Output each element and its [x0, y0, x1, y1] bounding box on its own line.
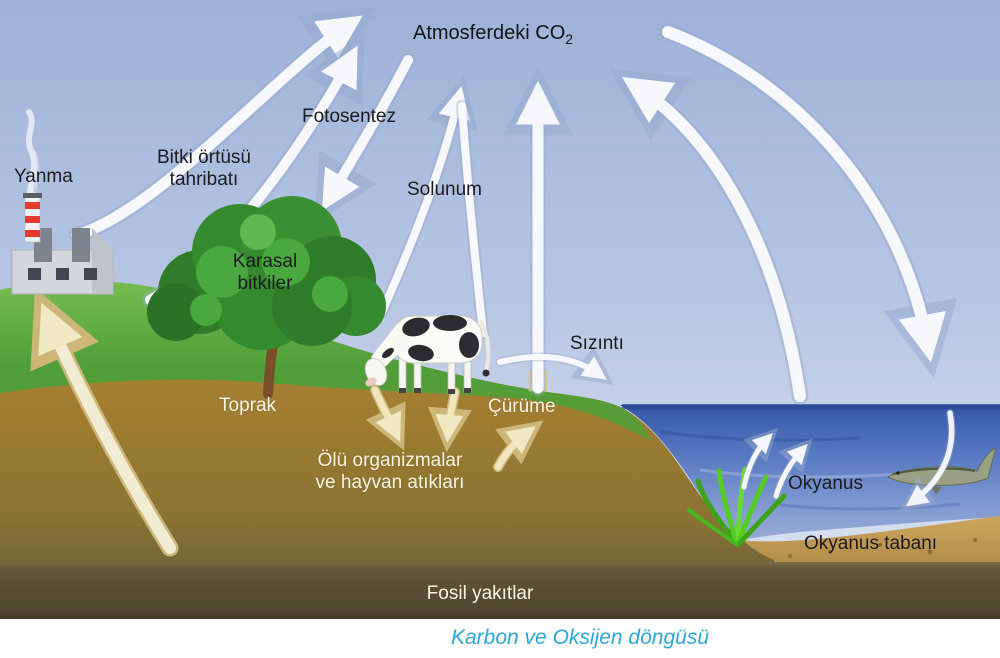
- label-karasal-bitkiler: Karasal bitkiler: [215, 251, 315, 295]
- arrow-okyanus-to-atmosphere: [608, 68, 809, 405]
- arrow-toprak-up: [502, 65, 574, 396]
- arrow-hayvan-to-toprak-2: [427, 387, 472, 453]
- fossil-fuel-band: [0, 562, 1000, 619]
- label-karasal-line2: bitkiler: [237, 272, 293, 294]
- label-bitki-ortusu-line2: tahribatı: [169, 168, 239, 190]
- fish: [887, 447, 997, 494]
- cow-neck: [371, 324, 408, 369]
- tree-foliage: [147, 196, 386, 350]
- factory-window: [84, 268, 97, 280]
- arrow-atmosphere-to-okyanus: [659, 23, 958, 379]
- label-olu-line2: ve hayvan atıkları: [315, 471, 465, 493]
- cow-tail: [479, 320, 491, 374]
- factory-chimney: [23, 193, 42, 243]
- label-toprak: Toprak: [219, 395, 277, 416]
- horizon-line: [622, 404, 1000, 409]
- label-sizinti: Sızıntı: [570, 333, 624, 354]
- sea-grass: [687, 466, 787, 547]
- arrow-solunum-up: [376, 74, 489, 339]
- cow-muzzle: [365, 377, 377, 387]
- label-solunum: Solunum: [407, 179, 482, 200]
- arrow-fotosentez-down: [314, 52, 416, 224]
- label-atmosferdeki-co2: Atmosferdeki CO2: [413, 22, 573, 47]
- tree: [147, 196, 386, 399]
- arrow-okyanus-release-2: [772, 438, 813, 500]
- label-co2-subscript: 2: [565, 31, 574, 47]
- label-olu-organizmalar: Ölü organizmalar ve hayvan atıkları: [280, 450, 500, 494]
- arrow-sizinti-right: [495, 345, 615, 386]
- label-fosil-yakitlar: Fosil yakıtlar: [426, 583, 534, 604]
- label-curume: Çürüme: [488, 396, 556, 417]
- arrow-fosil-to-yanma: [30, 287, 179, 557]
- label-okyanus: Okyanus: [788, 473, 863, 494]
- factory-window: [28, 268, 41, 280]
- factory-window: [56, 268, 69, 280]
- label-karasal-line1: Karasal: [232, 251, 298, 272]
- cow: [364, 315, 491, 394]
- factory: [11, 193, 114, 295]
- label-yanma: Yanma: [14, 166, 73, 187]
- label-olu-line1: Ölü organizmalar: [317, 450, 463, 471]
- figure-caption: Karbon ve Oksijen döngüsü: [451, 626, 709, 649]
- label-atmosferdeki-co2-text: Atmosferdeki CO: [413, 22, 566, 44]
- label-fotosentez: Fotosentez: [302, 106, 396, 127]
- arrow-okyanus-release-1: [740, 427, 779, 491]
- arrow-to-okyanus-tabani: [899, 409, 956, 512]
- label-bitki-ortusu-line1: Bitki örtüsü: [157, 147, 251, 168]
- arrow-hayvan-to-toprak-1: [365, 385, 406, 451]
- label-okyanus-tabani: Okyanus tabanı: [804, 533, 938, 554]
- arrow-curume-up: [493, 420, 544, 472]
- cow-ear: [382, 347, 394, 359]
- label-bitki-ortusu: Bitki örtüsü tahribatı: [134, 147, 274, 191]
